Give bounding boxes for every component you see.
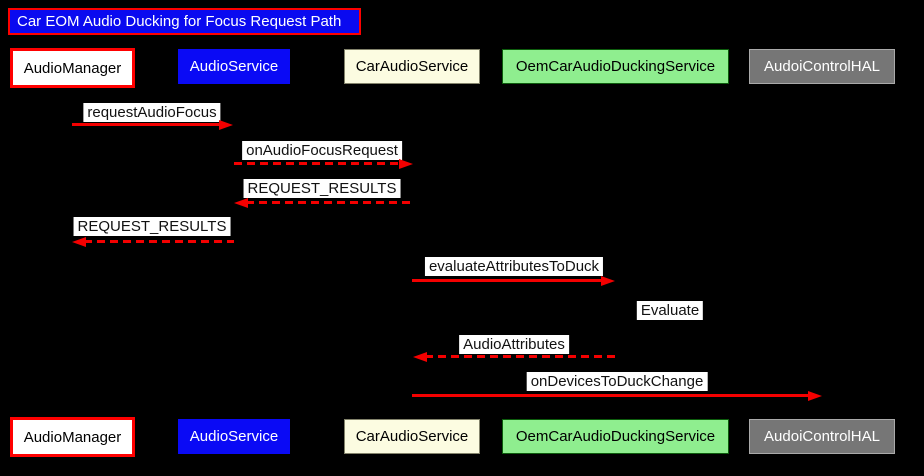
lifeline-audioservice: [233, 88, 234, 417]
arrow-onaudiofocusrequest: [234, 159, 413, 169]
participant-bottom-oemcaraudioduckingservice: OemCarAudioDuckingService: [502, 419, 729, 454]
message-label-request-results-1: REQUEST_RESULTS: [243, 179, 401, 198]
participant-label: OemCarAudioDuckingService: [515, 428, 716, 445]
arrow-line: [234, 162, 401, 165]
message-label-evaluateattributestoduck: evaluateAttributesToDuck: [424, 257, 604, 276]
diagram-title: Car EOM Audio Ducking for Focus Request …: [8, 8, 361, 35]
arrow-line: [412, 394, 810, 397]
arrow-request-results-2: [72, 237, 234, 247]
participant-label: OemCarAudioDuckingService: [515, 58, 716, 75]
arrowhead-left-icon: [234, 198, 248, 208]
arrow-line: [72, 123, 221, 126]
arrowhead-right-icon: [399, 159, 413, 169]
participant-label: AudoiControlHAL: [764, 428, 880, 445]
arrow-line: [246, 201, 413, 204]
participant-top-oemcaraudioduckingservice: OemCarAudioDuckingService: [502, 49, 729, 84]
participant-bottom-audioservice: AudioService: [178, 419, 290, 454]
arrow-audioattributes: [413, 352, 615, 362]
arrowhead-right-icon: [601, 276, 615, 286]
arrow-evaluateattributestoduck: [412, 276, 615, 286]
participant-top-audiomanager: AudioManager: [10, 48, 135, 88]
participant-label: CarAudioService: [355, 58, 469, 75]
participant-bottom-audoicontrolhal: AudoiControlHAL: [749, 419, 895, 454]
participant-label: AudioService: [189, 428, 279, 445]
participant-label: AudoiControlHAL: [764, 58, 880, 75]
lifeline-audoicontrolhal: [822, 88, 823, 417]
message-label-onaudiofocusrequest: onAudioFocusRequest: [242, 141, 402, 160]
participant-bottom-audiomanager: AudioManager: [10, 417, 135, 457]
arrowhead-left-icon: [413, 352, 427, 362]
participant-bottom-caraudioservice: CarAudioService: [344, 419, 480, 454]
arrow-ondevicestoduckchange: [412, 391, 822, 401]
lifeline-oemcaraudioduckingservice: [615, 88, 616, 417]
arrow-request-results-1: [234, 198, 413, 208]
arrow-line: [84, 240, 234, 243]
participant-label: AudioManager: [23, 428, 122, 446]
participant-top-audoicontrolhal: AudoiControlHAL: [749, 49, 895, 84]
lifeline-audiomanager: [72, 88, 73, 417]
arrow-requestaudiofocus: [72, 120, 233, 130]
arrow-line: [412, 279, 603, 282]
participant-top-audioservice: AudioService: [178, 49, 290, 84]
arrowhead-left-icon: [72, 237, 86, 247]
lifeline-caraudioservice: [412, 88, 413, 417]
message-label-evaluate: Evaluate: [636, 301, 704, 320]
arrowhead-right-icon: [808, 391, 822, 401]
message-label-request-results-2: REQUEST_RESULTS: [73, 217, 231, 236]
arrowhead-right-icon: [219, 120, 233, 130]
participant-label: AudioManager: [23, 59, 122, 77]
message-label-ondevicestoduckchange: onDevicesToDuckChange: [526, 372, 708, 391]
participant-top-caraudioservice: CarAudioService: [344, 49, 480, 84]
participant-label: AudioService: [189, 58, 279, 75]
message-label-audioattributes: AudioAttributes: [459, 335, 569, 354]
arrow-line: [425, 355, 615, 358]
participant-label: CarAudioService: [355, 428, 469, 445]
message-label-requestaudiofocus: requestAudioFocus: [83, 103, 221, 122]
